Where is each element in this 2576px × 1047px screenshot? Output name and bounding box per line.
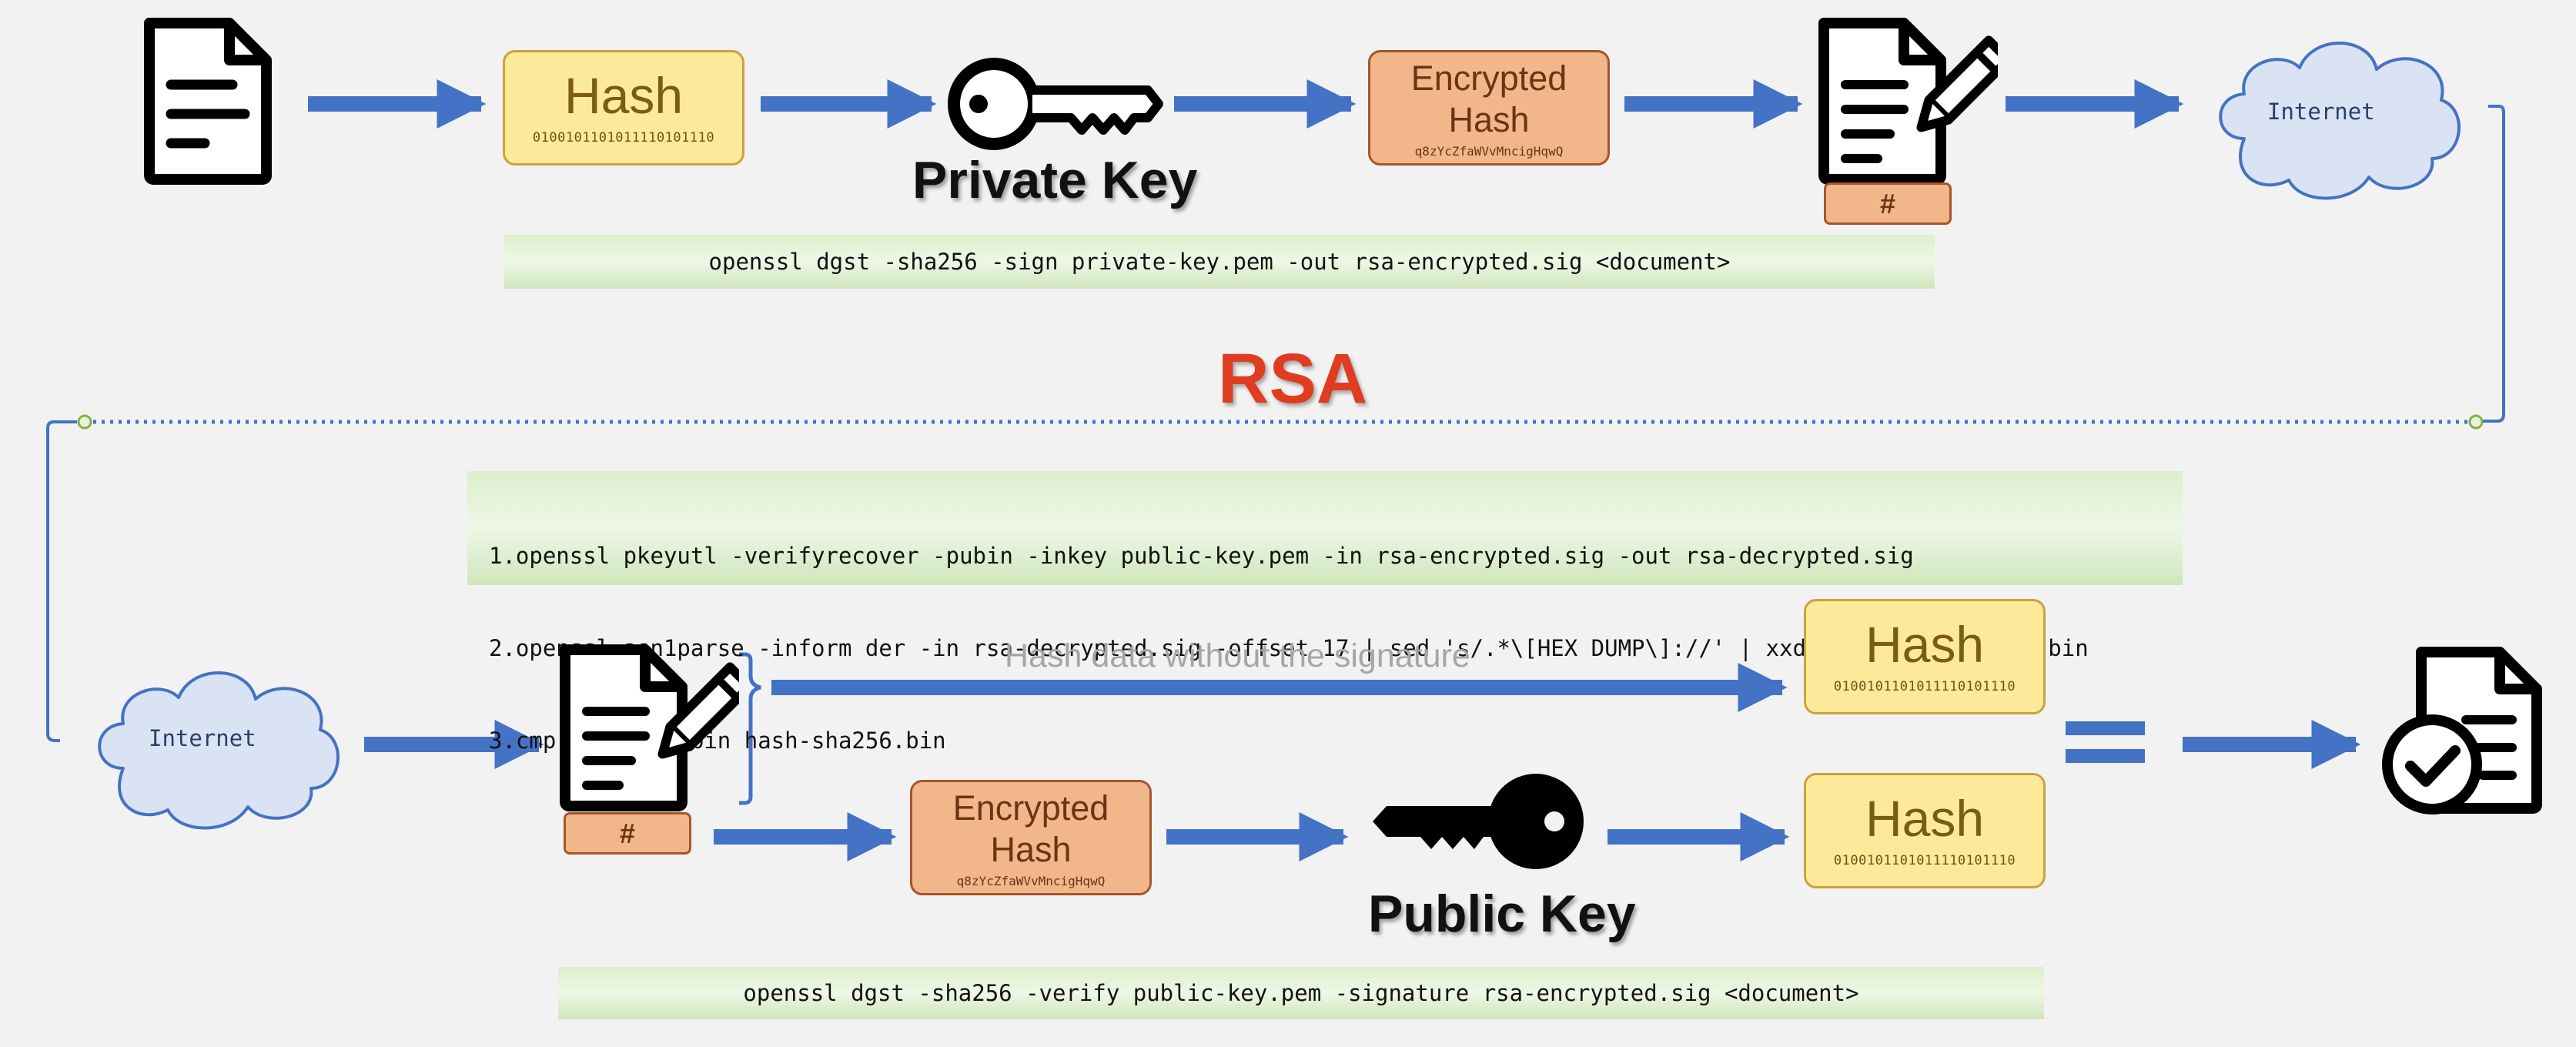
- private-key-label: Private Key: [912, 151, 1198, 209]
- doc-brace: [739, 652, 761, 805]
- hash-box: Hash 0100101101011110101110: [503, 50, 744, 166]
- internet-label-top: Internet: [2267, 99, 2375, 125]
- verify-steps-bar: 1.openssl pkeyutl -verifyrecover -pubin …: [467, 471, 2183, 754]
- equals-sign-bottom: [2066, 749, 2145, 763]
- signature-tag: #: [1824, 182, 1952, 225]
- rsa-title: RSA: [1218, 340, 1368, 418]
- equals-sign-top: [2066, 721, 2145, 735]
- received-document-icon: [560, 644, 739, 811]
- signed-document-icon: [1818, 18, 1998, 185]
- decrypted-hash-label: Hash: [1865, 790, 1985, 847]
- verify-command-bar: openssl dgst -sha256 -verify public-key.…: [558, 967, 2044, 1019]
- bracket-left: [46, 420, 77, 742]
- decrypted-hash-value: 0100101101011110101110: [1833, 853, 2016, 868]
- hash-label: Hash: [564, 67, 684, 124]
- internet-cloud-icon-bottom: [98, 671, 340, 830]
- sign-command-bar: openssl dgst -sha256 -sign private-key.p…: [504, 235, 1935, 289]
- computed-hash-box: Hash 0100101101011110101110: [1804, 599, 2046, 714]
- bracket-right: [2476, 105, 2505, 423]
- verify-step-1: 1.openssl pkeyutl -verifyrecover -pubin …: [489, 543, 1914, 569]
- divider-end-right: [2468, 414, 2484, 430]
- public-key-label: Public Key: [1368, 885, 1636, 943]
- received-encrypted-hash-value: q8zYcZfaWVvMncigHqwQ: [956, 873, 1106, 888]
- received-signature-tag: #: [564, 812, 691, 855]
- hash-without-signature-note: Hash data without the signature: [1005, 637, 1470, 674]
- hash-value: 0100101101011110101110: [532, 130, 715, 146]
- encrypted-hash-value: q8zYcZfaWVvMncigHqwQ: [1414, 143, 1564, 159]
- verify-step-3: 3.cmp new-hash.bin hash-sha256.bin: [489, 728, 946, 754]
- computed-hash-label: Hash: [1865, 616, 1985, 673]
- public-key-icon: [1373, 774, 1584, 869]
- decrypted-hash-box: Hash 0100101101011110101110: [1804, 773, 2046, 888]
- internet-label-bottom: Internet: [149, 725, 256, 751]
- document-icon: [144, 18, 272, 185]
- internet-cloud-icon: [2219, 42, 2461, 200]
- verified-document-icon: [2382, 647, 2542, 815]
- divider-end-left: [77, 414, 92, 430]
- computed-hash-value: 0100101101011110101110: [1833, 679, 2016, 694]
- private-key-icon: [948, 58, 1163, 150]
